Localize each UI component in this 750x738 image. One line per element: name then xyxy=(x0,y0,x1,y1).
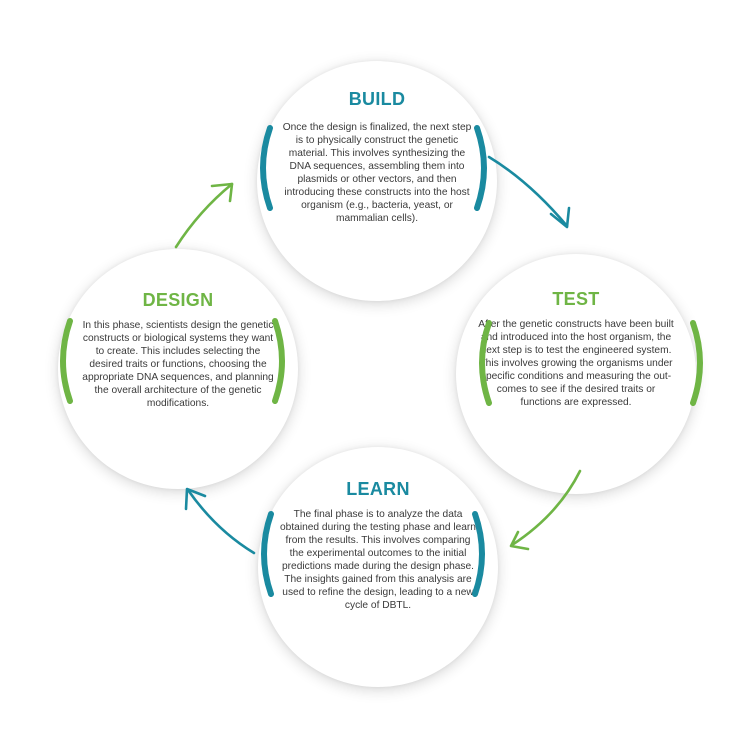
learn-to-design-arrowhead xyxy=(184,487,207,511)
learn-to-design-arrow xyxy=(186,488,256,555)
design-to-build-arrow xyxy=(174,182,234,249)
design-title: DESIGN xyxy=(142,290,214,310)
build-to-test-arrow xyxy=(487,155,569,228)
build-node: BUILD Once the design is finalized, the … xyxy=(257,61,497,301)
learn-right-bracket xyxy=(472,511,485,597)
build-left-bracket xyxy=(260,125,273,211)
design-description: In this phase, scientists design the gen… xyxy=(82,320,274,410)
test-title: TEST xyxy=(552,289,600,309)
learn-description: The final phase is to analyze the data o… xyxy=(280,509,476,612)
learn-left-bracket xyxy=(261,511,274,597)
test-to-learn-arrow xyxy=(510,469,582,547)
test-description: After the genetic constructs have been b… xyxy=(478,319,674,409)
test-left-bracket xyxy=(479,320,492,406)
design-to-build-arrowhead xyxy=(210,182,234,203)
learn-title: LEARN xyxy=(346,479,410,499)
build-description: Once the design is finalized, the next s… xyxy=(282,122,472,225)
design-right-bracket xyxy=(272,318,285,404)
build-title: BUILD xyxy=(348,89,406,109)
design-node: DESIGN In this phase, scientists design … xyxy=(58,249,298,489)
learn-node: LEARN The final phase is to analyze the … xyxy=(258,447,498,687)
build-to-test-arrowhead xyxy=(549,206,571,229)
test-to-learn-arrowhead xyxy=(509,530,530,551)
design-left-bracket xyxy=(60,318,73,404)
test-right-bracket xyxy=(690,320,703,406)
test-node: TEST After the genetic constructs have b… xyxy=(456,254,696,494)
build-right-bracket xyxy=(474,125,487,211)
